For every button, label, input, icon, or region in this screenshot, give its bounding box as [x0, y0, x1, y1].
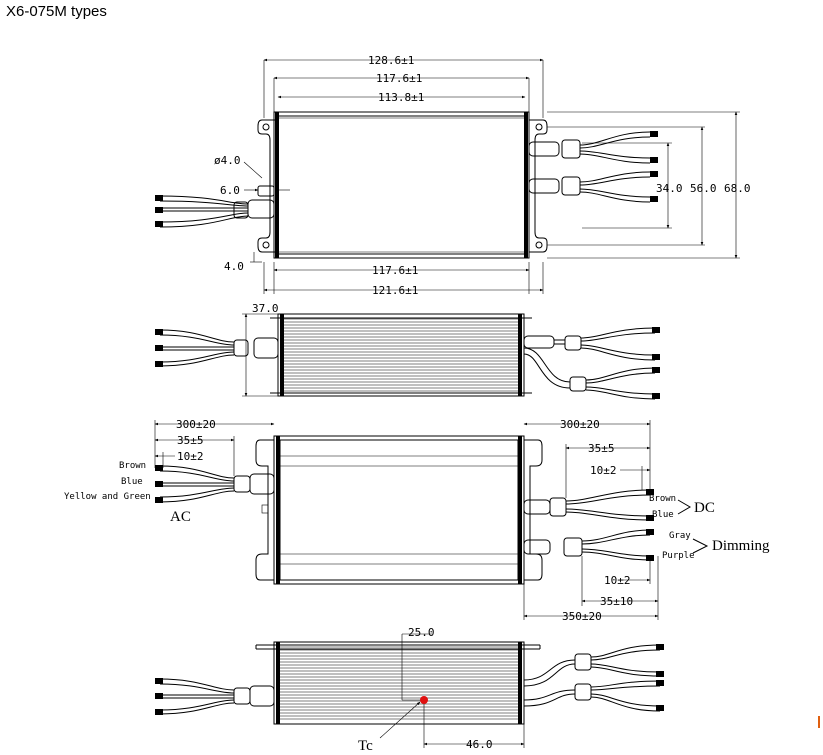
dim-edge-4: 4.0 [224, 260, 244, 273]
dim-dc-cable-300: 300±20 [560, 418, 600, 431]
dim-dimming-strip-10: 10±2 [604, 574, 631, 587]
dim-width-128: 128.6±1 [368, 54, 414, 67]
heatsink-fins [284, 318, 518, 392]
label-purple: Purple [662, 551, 695, 561]
dim-height-37: 37.0 [252, 302, 279, 315]
label-blue-ac: Blue [121, 477, 143, 487]
label-brown-dc: Brown [649, 494, 676, 504]
dim-tc-25: 25.0 [408, 626, 435, 639]
dim-dc-strip-35: 35±5 [588, 442, 615, 455]
bottom-view [155, 633, 664, 748]
label-tc: Tc [358, 738, 373, 754]
dim-height-56: 56.0 [690, 182, 717, 195]
label-brown-ac: Brown [119, 461, 146, 471]
tc-point-marker [420, 696, 428, 704]
label-dimming: Dimming [712, 538, 770, 554]
top-view [155, 58, 740, 294]
page-title: X6-075M types [6, 3, 107, 20]
dim-dc-strip-10: 10±2 [590, 464, 617, 477]
dim-width-117-bottom: 117.6±1 [372, 264, 418, 277]
corner-mark [818, 716, 820, 728]
label-ac: AC [170, 509, 191, 525]
dim-hole-diameter: ø4.0 [214, 154, 241, 167]
dim-dimming-cable-350: 350±20 [562, 610, 602, 623]
dim-width-113: 113.8±1 [378, 91, 424, 104]
side-view [155, 313, 660, 400]
dim-dimming-strip-35: 35±10 [600, 595, 633, 608]
dim-width-121: 121.6±1 [372, 284, 418, 297]
dim-ac-strip-10: 10±2 [177, 450, 204, 463]
dim-tc-46: 46.0 [466, 738, 493, 751]
dim-ac-strip-35: 35±5 [177, 434, 204, 447]
dim-height-34: 34.0 [656, 182, 683, 195]
dim-height-68: 68.0 [724, 182, 751, 195]
heatsink-fins-bottom [280, 646, 518, 720]
dim-edge-6: 6.0 [220, 184, 240, 197]
label-dc: DC [694, 500, 715, 516]
label-yellow-green: Yellow and Green [64, 492, 151, 502]
dim-width-117-top: 117.6±1 [376, 72, 422, 85]
label-gray: Gray [669, 531, 691, 541]
label-blue-dc: Blue [652, 510, 674, 520]
dim-ac-cable-300: 300±20 [176, 418, 216, 431]
wiring-view [154, 420, 709, 620]
